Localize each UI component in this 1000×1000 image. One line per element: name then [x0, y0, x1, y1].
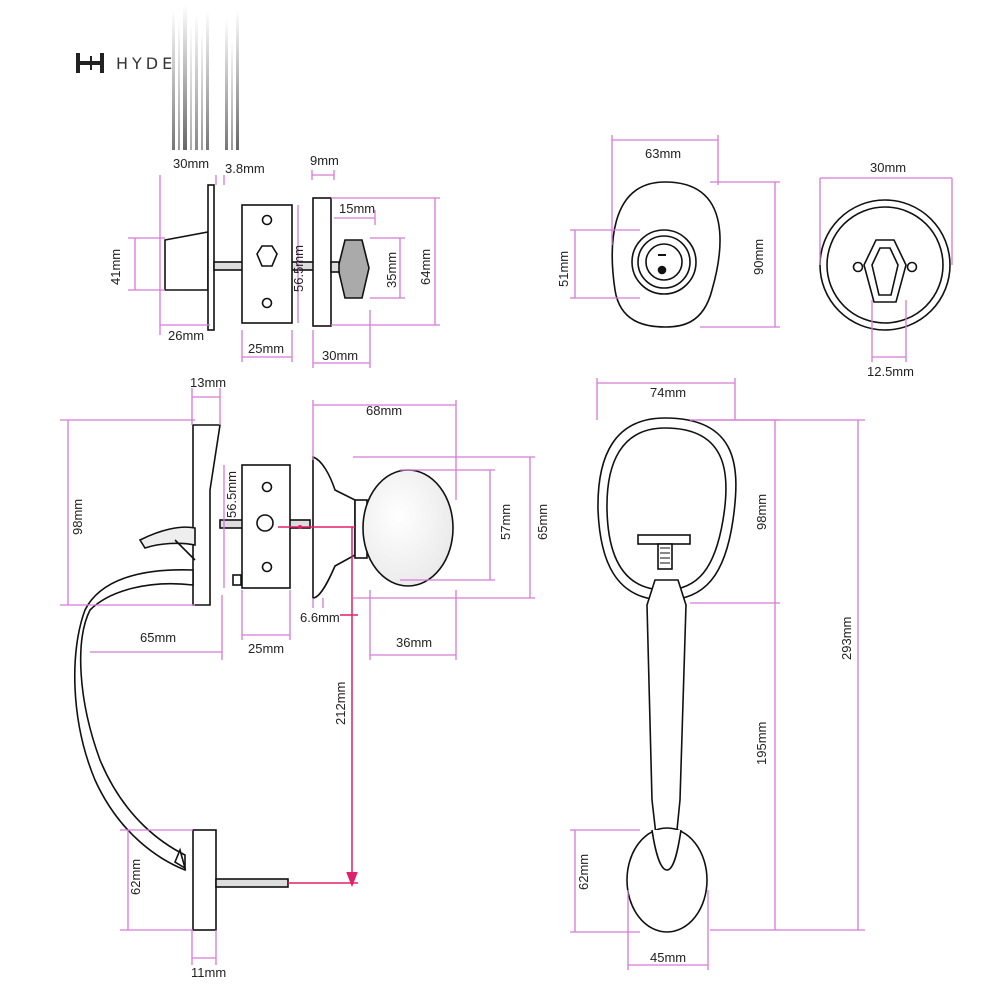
- handleset-side-view: [73, 424, 454, 931]
- dim-label: 68mm: [366, 403, 402, 418]
- dimension-labels: 30mm 3.8mm 9mm 15mm 41mm 56.5mm 35mm 64m…: [70, 146, 914, 980]
- dim-label: 65mm: [535, 504, 550, 540]
- handleset-front-view: [597, 417, 737, 933]
- accent-dimension-212: [288, 527, 358, 888]
- dim-label: 13mm: [190, 375, 226, 390]
- dim-label: 3.8mm: [225, 161, 265, 176]
- dim-label: 63mm: [645, 146, 681, 161]
- dim-label: 45mm: [650, 950, 686, 965]
- brand-name: HYDE: [116, 53, 177, 73]
- dim-label: 6.6mm: [300, 610, 340, 625]
- dim-label: 74mm: [650, 385, 686, 400]
- dimension-lines: [60, 135, 953, 970]
- hyde-logo-icon: [76, 53, 104, 73]
- dim-label: 56.5mm: [291, 245, 306, 292]
- dim-label: 12.5mm: [867, 364, 914, 379]
- dim-label: 41mm: [108, 249, 123, 285]
- dim-label: 98mm: [754, 494, 769, 530]
- deadbolt-interior-front: [819, 199, 951, 331]
- dim-label: 64mm: [418, 249, 433, 285]
- dim-label: 36mm: [396, 635, 432, 650]
- dim-label: 56.5mm: [224, 471, 239, 518]
- dim-label: 35mm: [384, 252, 399, 288]
- dim-label: 25mm: [248, 341, 284, 356]
- dim-label: 26mm: [168, 328, 204, 343]
- dim-label: 195mm: [754, 722, 769, 765]
- dim-label: 25mm: [248, 641, 284, 656]
- dim-label: 57mm: [498, 504, 513, 540]
- dim-label: 62mm: [128, 859, 143, 895]
- dim-label: 90mm: [751, 239, 766, 275]
- dim-label: 15mm: [339, 201, 375, 216]
- dim-label: 98mm: [70, 499, 85, 535]
- brand-logo: HYDE: [76, 52, 176, 74]
- deadbolt-side-view: [164, 184, 370, 331]
- dim-label: 51mm: [556, 251, 571, 287]
- deadbolt-exterior-front: [611, 181, 721, 328]
- dim-label: 30mm: [173, 156, 209, 171]
- decorative-streaks: [172, 5, 239, 150]
- dim-label: 11mm: [191, 965, 226, 980]
- dim-label: 62mm: [576, 854, 591, 890]
- dim-label: 30mm: [322, 348, 358, 363]
- dim-label: 212mm: [333, 682, 348, 725]
- dim-label: 65mm: [140, 630, 176, 645]
- dim-label: 30mm: [870, 160, 906, 175]
- dim-label: 293mm: [839, 617, 854, 660]
- dim-label: 9mm: [310, 153, 339, 168]
